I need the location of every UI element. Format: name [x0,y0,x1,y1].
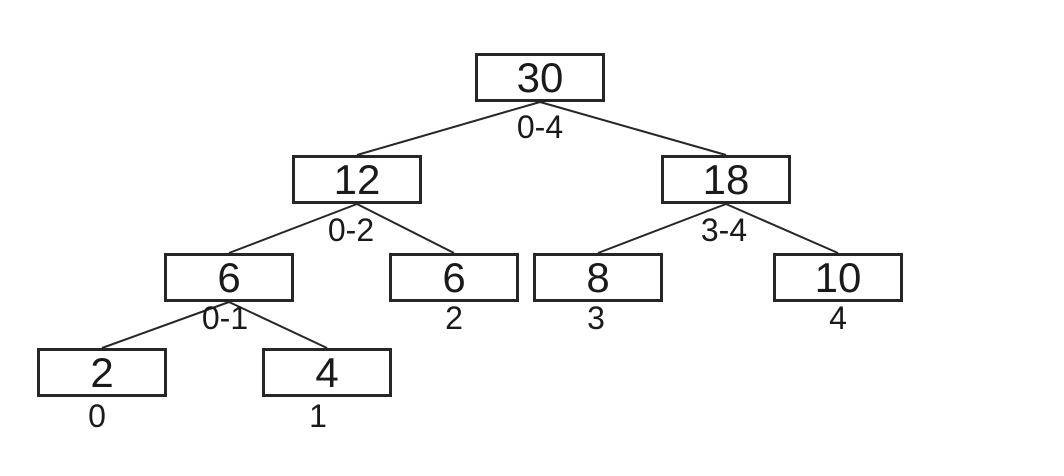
tree-edge-sum-0-2-to-sum-0-1 [228,203,358,254]
tree-node-sum-3-4: 18 [661,155,791,204]
range-label-sum-3-4: 3-4 [700,212,748,248]
tree-edge-sum-3-4-to-leaf-4 [725,203,839,254]
tree-node-leaf-4: 10 [773,253,903,302]
tree-edge-sum-3-4-to-leaf-3 [597,203,727,254]
range-label-sum-0-1: 0-1 [201,300,249,336]
tree-node-sum-0-2: 12 [292,155,422,204]
range-label-leaf-3: 3 [587,300,605,336]
range-label-sum-0-2: 0-2 [327,212,375,248]
tree-edge-sum-0-1-to-leaf-1 [228,301,328,349]
node-value: 8 [586,253,610,301]
range-label-leaf-2: 2 [445,300,463,336]
tree-edge-sum-0-2-to-leaf-2 [356,203,455,254]
node-value: 4 [315,348,339,396]
range-label-leaf-1: 1 [309,398,327,434]
range-label-sum-0-4: 0-4 [516,109,564,145]
tree-node-leaf-3: 8 [533,253,663,302]
tree-node-sum-0-1: 6 [164,253,294,302]
tree-node-leaf-1: 4 [262,348,392,397]
tree-node-leaf-0: 2 [37,348,167,397]
tree-node-leaf-2: 6 [389,253,519,302]
node-value: 6 [217,253,241,301]
tree-node-sum-0-4: 30 [475,53,605,102]
tree-edge-sum-0-1-to-leaf-0 [101,301,230,349]
tree-edge-sum-0-4-to-sum-0-2 [356,101,541,156]
node-value: 12 [333,155,381,203]
node-value: 18 [702,155,750,203]
range-label-leaf-0: 0 [88,398,106,434]
node-value: 2 [90,348,114,396]
node-value: 6 [442,253,466,301]
range-label-leaf-4: 4 [829,300,847,336]
tree-edge-sum-0-4-to-sum-3-4 [539,101,727,156]
node-value: 10 [814,253,862,301]
node-value: 30 [516,53,564,101]
